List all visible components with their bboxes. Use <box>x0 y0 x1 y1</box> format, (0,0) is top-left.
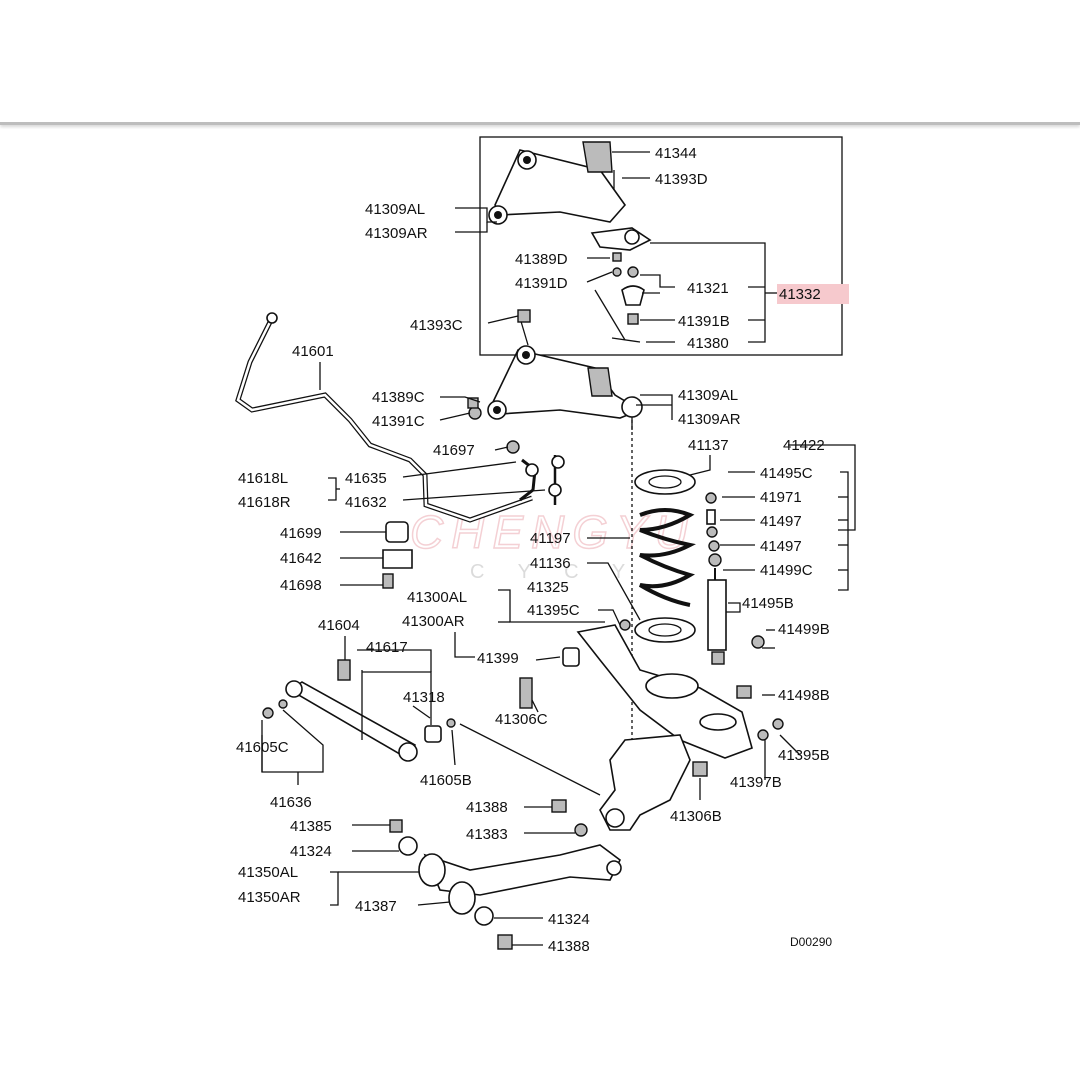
label-41618L: 41618L <box>238 470 288 487</box>
label-41306C: 41306C <box>495 711 548 728</box>
label-41306B: 41306B <box>670 808 722 825</box>
stabilizer-link-drawing <box>519 455 565 505</box>
label-41393D: 41393D <box>655 171 708 188</box>
label-41325: 41325 <box>527 579 569 596</box>
label-41350AL: 41350AL <box>238 864 298 881</box>
label-41618R: 41618R <box>238 494 291 511</box>
label-41495C: 41495C <box>760 465 813 482</box>
label-41321: 41321 <box>687 280 729 297</box>
label-41391C: 41391C <box>372 413 425 430</box>
label-41309AR: 41309AR <box>678 411 741 428</box>
stabilizer-bar-drawing <box>235 312 533 523</box>
label-41389D: 41389D <box>515 251 568 268</box>
label-41389C: 41389C <box>372 389 425 406</box>
label-41388-b: 41388 <box>548 938 590 955</box>
lower-arm-drawing <box>519 619 753 759</box>
label-41617: 41617 <box>366 639 408 656</box>
label-41387: 41387 <box>355 898 397 915</box>
label-41309AR-top: 41309AR <box>365 225 428 242</box>
label-41604: 41604 <box>318 617 360 634</box>
label-41391D: 41391D <box>515 275 568 292</box>
label-41642: 41642 <box>280 550 322 567</box>
label-41300AL: 41300AL <box>407 589 467 606</box>
label-41393C: 41393C <box>410 317 463 334</box>
part-labels: 41344 41393D 41309AL 41309AR 41389D 4139… <box>236 145 832 955</box>
inset-leader-lines <box>455 151 778 343</box>
label-41380: 41380 <box>687 335 729 352</box>
lower-link-drawing <box>389 799 622 950</box>
label-41698: 41698 <box>280 577 322 594</box>
label-41495B: 41495B <box>742 595 794 612</box>
label-41605C: 41605C <box>236 739 289 756</box>
label-41395B: 41395B <box>778 747 830 764</box>
label-41391B: 41391B <box>678 313 730 330</box>
label-41697: 41697 <box>433 442 475 459</box>
bushing-bracket-drawing <box>382 521 413 589</box>
shock-absorber-drawing <box>705 492 765 699</box>
label-41197: 41197 <box>530 530 571 547</box>
label-41324-b: 41324 <box>548 911 590 928</box>
label-41300AR: 41300AR <box>402 613 465 630</box>
label-41397B: 41397B <box>730 774 782 791</box>
coil-spring-drawing <box>631 420 696 760</box>
label-41399: 41399 <box>477 650 519 667</box>
label-41699: 41699 <box>280 525 322 542</box>
label-41605B: 41605B <box>420 772 472 789</box>
label-41632: 41632 <box>345 494 387 511</box>
highlight-41332 <box>777 284 849 304</box>
label-41350AR: 41350AR <box>238 889 301 906</box>
label-41136: 41136 <box>530 555 571 572</box>
inset-box-upper-arm <box>479 136 843 356</box>
label-41388-a: 41388 <box>466 799 508 816</box>
diagram-code: D00290 <box>790 935 832 949</box>
label-41601: 41601 <box>292 343 334 360</box>
label-41383: 41383 <box>466 826 508 843</box>
label-41332: 41332 <box>779 286 821 303</box>
label-41497-b: 41497 <box>760 538 802 555</box>
label-41309AL: 41309AL <box>678 387 738 404</box>
watermark-sub: C Y C Y <box>470 561 639 583</box>
label-41636: 41636 <box>270 794 312 811</box>
upper-arm-inset-drawing <box>488 141 652 343</box>
label-41318: 41318 <box>403 689 445 706</box>
knuckle-drawing <box>599 718 784 831</box>
label-41499B: 41499B <box>778 621 830 638</box>
label-41385: 41385 <box>290 818 332 835</box>
label-41497-a: 41497 <box>760 513 802 530</box>
label-41395C: 41395C <box>527 602 580 619</box>
label-41137: 41137 <box>688 437 729 454</box>
label-41324-a: 41324 <box>290 843 332 860</box>
label-41344: 41344 <box>655 145 697 162</box>
leader-lines-main <box>261 315 856 946</box>
label-41498B: 41498B <box>778 687 830 704</box>
lateral-rod-drawing <box>262 659 601 796</box>
label-41309AL-top: 41309AL <box>365 201 425 218</box>
label-41499C: 41499C <box>760 562 813 579</box>
top-toolbar-area <box>0 0 1080 125</box>
label-41422: 41422 <box>783 437 825 454</box>
label-41971: 41971 <box>760 489 802 506</box>
label-41635: 41635 <box>345 470 387 487</box>
upper-arm-main-drawing <box>467 309 643 454</box>
